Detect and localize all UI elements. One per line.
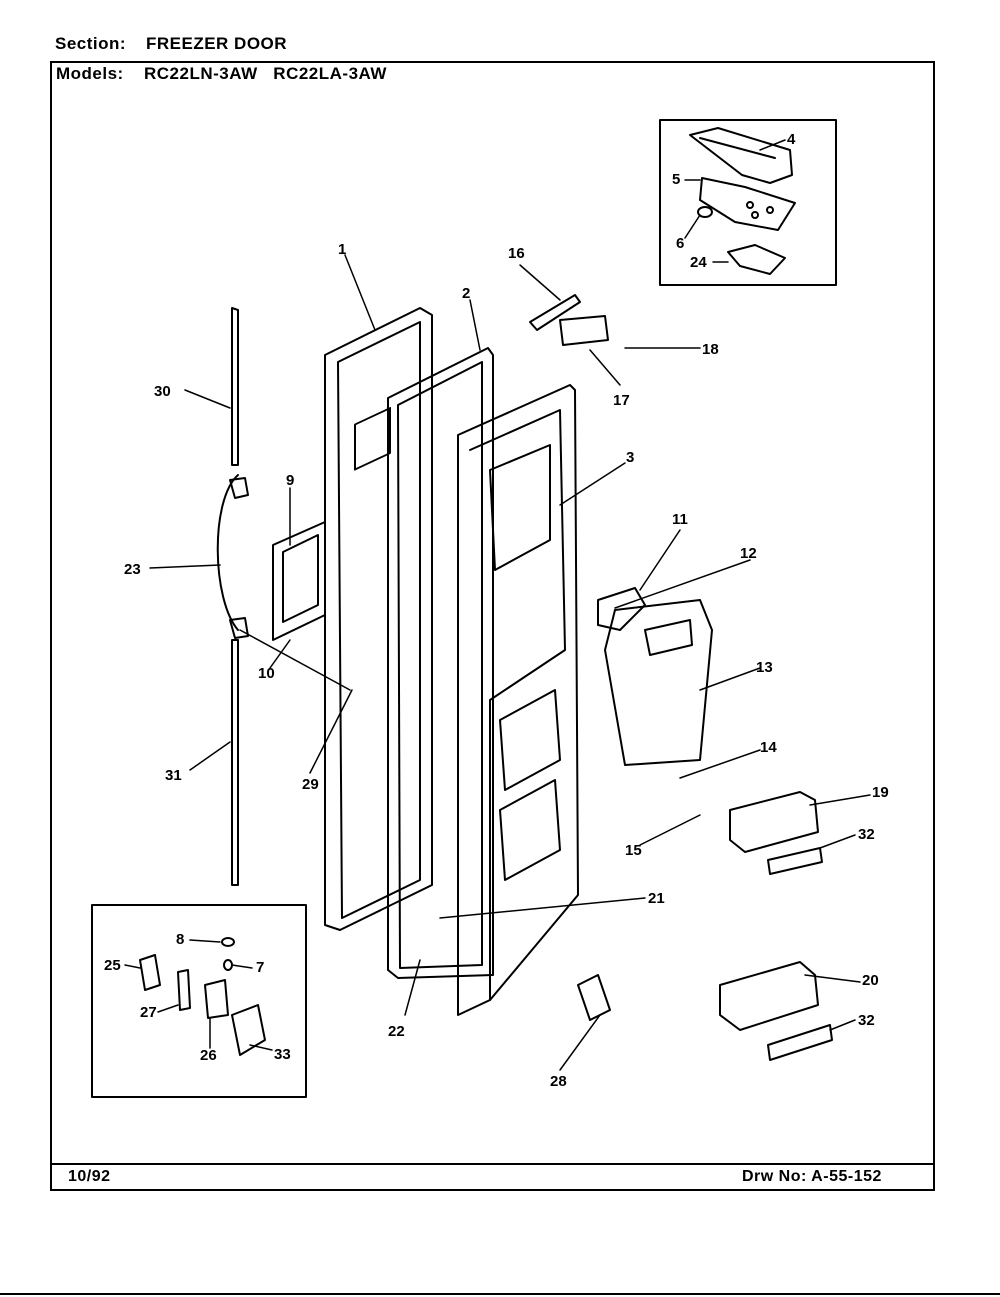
models-value: RC22LN-3AW RC22LA-3AW bbox=[144, 64, 387, 83]
hinge-plate-part bbox=[699, 177, 796, 231]
hinge-bracket-part bbox=[529, 294, 609, 346]
hinge-cover-part bbox=[689, 127, 793, 184]
door-gasket-part bbox=[387, 347, 494, 979]
callout-9: 9 bbox=[286, 472, 294, 489]
callout-16: 16 bbox=[508, 245, 525, 262]
callout-31: 31 bbox=[165, 767, 182, 784]
door-shelf-part bbox=[729, 791, 823, 875]
callout-2: 2 bbox=[462, 285, 470, 302]
leader-lines bbox=[124, 139, 871, 1071]
callout-4: 4 bbox=[787, 131, 796, 148]
callout-14: 14 bbox=[760, 739, 777, 756]
callout-33: 33 bbox=[274, 1046, 291, 1063]
callout-8: 8 bbox=[176, 931, 184, 948]
callout-10: 10 bbox=[258, 665, 275, 682]
outer-door-panel bbox=[324, 307, 433, 931]
callout-6: 6 bbox=[676, 235, 684, 252]
callout-29: 29 bbox=[302, 776, 319, 793]
section-value: FREEZER DOOR bbox=[146, 34, 288, 53]
footer-divider bbox=[50, 1163, 935, 1165]
hardware-parts bbox=[139, 937, 266, 1056]
drawing-number: Drw No: A-55-152 bbox=[742, 1168, 882, 1185]
insulation-panel-part bbox=[272, 521, 326, 641]
callout-32-lower: 32 bbox=[858, 1012, 875, 1029]
callout-5: 5 bbox=[672, 171, 680, 188]
callout-21: 21 bbox=[648, 890, 665, 907]
trim-part bbox=[577, 974, 611, 1021]
hinge-washer-part bbox=[697, 206, 713, 218]
callout-3: 3 bbox=[626, 449, 634, 466]
hinge-shim-part bbox=[727, 244, 786, 275]
callout-12: 12 bbox=[740, 545, 757, 562]
callout-30: 30 bbox=[154, 383, 171, 400]
callout-32-upper: 32 bbox=[858, 826, 875, 843]
callout-15: 15 bbox=[625, 842, 642, 859]
door-liner-part bbox=[457, 384, 579, 1016]
callout-17: 17 bbox=[613, 392, 630, 409]
callout-13: 13 bbox=[756, 659, 773, 676]
footer-date: 10/92 bbox=[68, 1168, 111, 1185]
section-label: Section: bbox=[55, 34, 127, 53]
dispenser-chute-part bbox=[597, 587, 713, 766]
callout-22: 22 bbox=[388, 1023, 405, 1040]
callout-24: 24 bbox=[690, 254, 707, 271]
callout-28: 28 bbox=[550, 1073, 567, 1090]
callout-7: 7 bbox=[256, 959, 264, 976]
callout-20: 20 bbox=[862, 972, 879, 989]
page-bottom-rule bbox=[0, 1293, 1000, 1295]
callout-27: 27 bbox=[140, 1004, 157, 1021]
callout-26: 26 bbox=[200, 1047, 217, 1064]
callout-25: 25 bbox=[104, 957, 121, 974]
hardware-inset-box bbox=[91, 904, 307, 1098]
models-label: Models: bbox=[56, 64, 124, 83]
door-shelf-lower-part bbox=[719, 961, 833, 1061]
diagram-frame bbox=[50, 61, 935, 1191]
hinge-inset-box bbox=[659, 119, 837, 286]
callout-labels: 1 2 3 4 5 6 7 8 9 10 11 12 13 14 15 16 1… bbox=[104, 131, 889, 1090]
callout-23: 23 bbox=[124, 561, 141, 578]
callout-19: 19 bbox=[872, 784, 889, 801]
callout-18: 18 bbox=[702, 341, 719, 358]
callout-1: 1 bbox=[338, 241, 346, 258]
callout-11: 11 bbox=[672, 511, 688, 528]
door-handle-part bbox=[216, 307, 249, 886]
